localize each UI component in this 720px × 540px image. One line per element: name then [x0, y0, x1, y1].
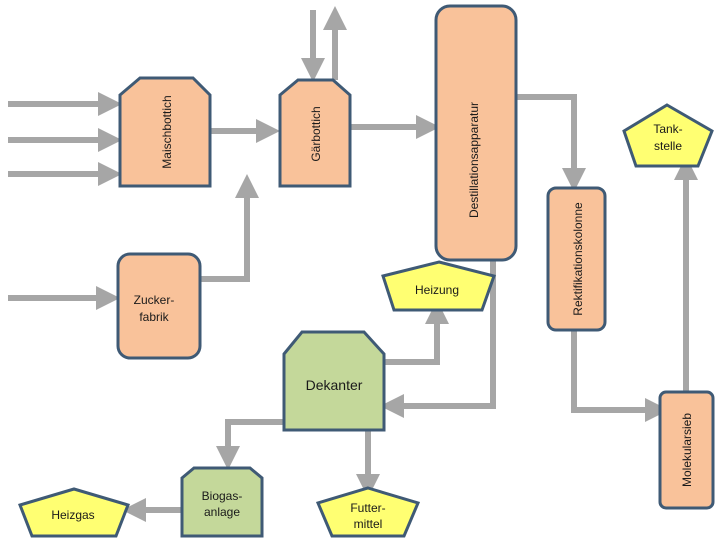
node-heizgas: Heizgas [18, 487, 130, 538]
arrow-dest-to-rekt [517, 94, 586, 192]
arrow-zucker-to-gaer [200, 174, 259, 282]
arrow-rekt-to-molsieb [571, 330, 669, 422]
label-rektifikationskolonne: Rektifikationskolonne [571, 202, 585, 316]
arrow-dest-to-dekanter [380, 260, 496, 418]
label-biogasanlage-line2: anlage [204, 505, 240, 519]
label-dekanter: Dekanter [306, 377, 363, 393]
node-gaerbottich: Gärbottich [278, 78, 352, 188]
node-maischbottich: Maischbottich [118, 76, 212, 188]
label-maischbottich: Maischbottich [160, 95, 174, 168]
node-biogasanlage: Biogas- anlage [180, 466, 264, 538]
flow-arrows [8, 6, 698, 522]
node-molekularsieb: Molekularsieb [658, 390, 715, 510]
node-zuckerfabrik: Zucker- fabrik [116, 252, 202, 360]
node-futtermittel: Futter- mittel [315, 486, 421, 538]
label-heizgas: Heizgas [51, 508, 94, 522]
node-destillationsapparatur: Destillationsapparatur [434, 4, 518, 262]
arrow-dekanter-to-heizung [384, 300, 449, 365]
label-zuckerfabrik-line1: Zucker- [134, 293, 175, 307]
node-tankstelle: Tank- stelle [622, 103, 714, 168]
label-destillationsapparatur: Destillationsapparatur [467, 102, 481, 218]
label-molekularsieb: Molekularsieb [680, 413, 694, 487]
label-gaerbottich: Gärbottich [309, 106, 323, 161]
label-futtermittel-line1: Futter- [350, 501, 385, 515]
label-heizung: Heizung [415, 283, 459, 297]
node-rektifikationskolonne: Rektifikationskolonne [546, 186, 607, 332]
node-heizung: Heizung [381, 260, 496, 312]
label-zuckerfabrik-line2: fabrik [139, 310, 169, 324]
arrow-dekanter-to-biogas [216, 419, 292, 470]
label-tankstelle-line1: Tank- [653, 122, 682, 136]
label-futtermittel-line2: mittel [354, 517, 383, 531]
node-dekanter: Dekanter [282, 330, 386, 432]
label-tankstelle-line2: stelle [654, 139, 682, 153]
label-biogasanlage-line1: Biogas- [202, 489, 243, 503]
